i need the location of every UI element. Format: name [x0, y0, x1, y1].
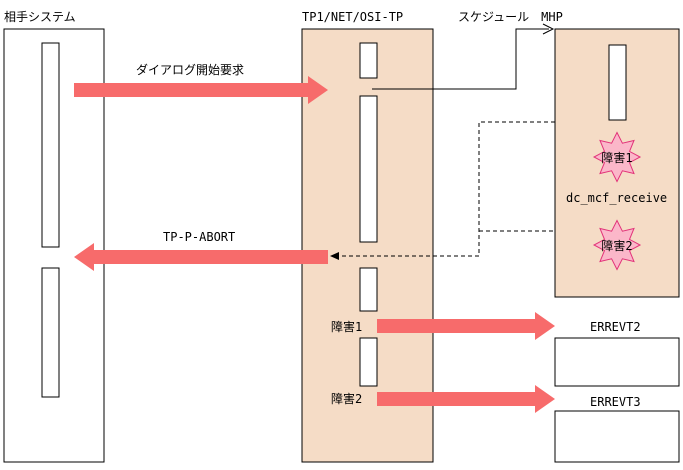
schedule-arrowhead	[542, 23, 555, 35]
fault1-label: 障害1	[331, 319, 362, 334]
fault2-burst-label: 障害2	[601, 238, 632, 253]
dialog-request-label: ダイアログ開始要求	[136, 62, 244, 77]
mhp-lane-title: スケジュール MHP	[458, 10, 563, 24]
receive-function-label: dc_mcf_receive	[566, 191, 667, 205]
dashed-arrowhead	[330, 252, 339, 260]
schedule-line	[372, 28, 549, 90]
tp-lane-title: TP1/NET/OSI-TP	[302, 10, 403, 24]
dashed-return-line	[337, 121, 555, 257]
fault2-burst	[592, 219, 642, 271]
errevt2-label: ERREVT2	[590, 320, 641, 334]
tp-activation-4	[359, 337, 378, 387]
fault2-label: 障害2	[331, 391, 362, 406]
tp-activation-2	[359, 95, 378, 243]
fault1-burst	[592, 131, 642, 183]
dialog-request-arrow	[74, 76, 328, 104]
abort-label: TP-P-ABORT	[163, 230, 235, 244]
partner-activation-2	[41, 267, 60, 398]
errevt3-label: ERREVT3	[590, 395, 641, 409]
tp-activation-3	[359, 267, 378, 312]
abort-arrow	[74, 243, 328, 271]
partner-system-title: 相手システム	[4, 10, 76, 24]
errevt3-box	[554, 410, 680, 463]
mhp-activation	[608, 44, 627, 121]
errevt3-arrow	[377, 385, 555, 413]
errevt2-arrow	[377, 312, 555, 340]
errevt2-box	[554, 337, 680, 387]
tp-activation-1	[359, 42, 378, 79]
fault1-burst-label: 障害1	[601, 150, 632, 165]
partner-activation-1	[41, 42, 60, 248]
